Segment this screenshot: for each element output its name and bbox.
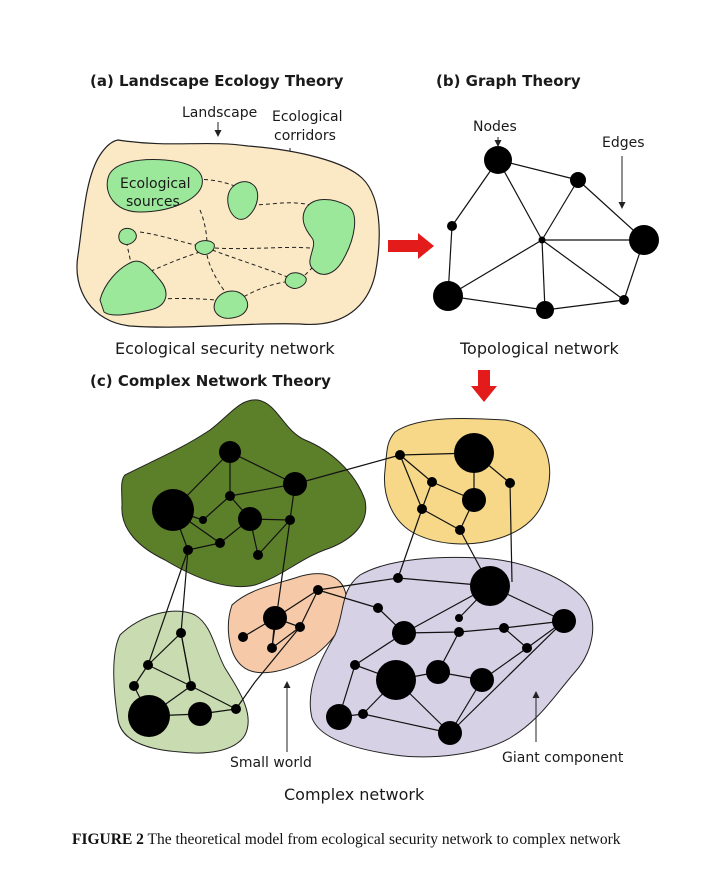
graph-nodes xyxy=(433,146,659,319)
panel-c: (c) Complex Network Theory xyxy=(90,372,624,804)
panel-a-caption: Ecological security network xyxy=(115,339,335,358)
small-world-label: Small world xyxy=(230,755,312,771)
figure-diagram: (a) Landscape Ecology Theory Landscape E… xyxy=(76,72,659,804)
nodes-label: Nodes xyxy=(473,119,517,135)
ecological-sources xyxy=(99,159,356,319)
panel-a-title: (a) Landscape Ecology Theory xyxy=(90,72,344,90)
panel-b: (b) Graph Theory Nodes Edges xyxy=(433,72,659,358)
landscape-label: Landscape xyxy=(182,105,257,121)
giant-component-label: Giant component xyxy=(502,750,624,766)
edges-label: Edges xyxy=(602,135,645,151)
graph-edges xyxy=(447,159,645,311)
figure-caption: FIGURE 2 The theoretical model from ecol… xyxy=(72,831,722,849)
sources-label-line2: sources xyxy=(126,194,180,210)
panel-c-caption: Complex network xyxy=(284,785,425,804)
down-arrow xyxy=(471,370,497,402)
network-nodes xyxy=(128,433,576,745)
figure-caption-text: The theoretical model from ecological se… xyxy=(143,831,621,848)
panel-a: (a) Landscape Ecology Theory Landscape E… xyxy=(76,72,380,358)
right-arrow xyxy=(388,233,434,259)
cluster-yellow xyxy=(383,417,551,545)
corridors-label-line2: corridors xyxy=(274,128,336,144)
corridors-label-line1: Ecological xyxy=(272,109,343,125)
sources-label-line1: Ecological xyxy=(120,176,191,192)
panel-b-title: (b) Graph Theory xyxy=(436,72,581,90)
panel-b-caption: Topological network xyxy=(459,339,619,358)
panel-c-title: (c) Complex Network Theory xyxy=(90,372,331,390)
figure-caption-label: FIGURE 2 xyxy=(72,831,144,848)
